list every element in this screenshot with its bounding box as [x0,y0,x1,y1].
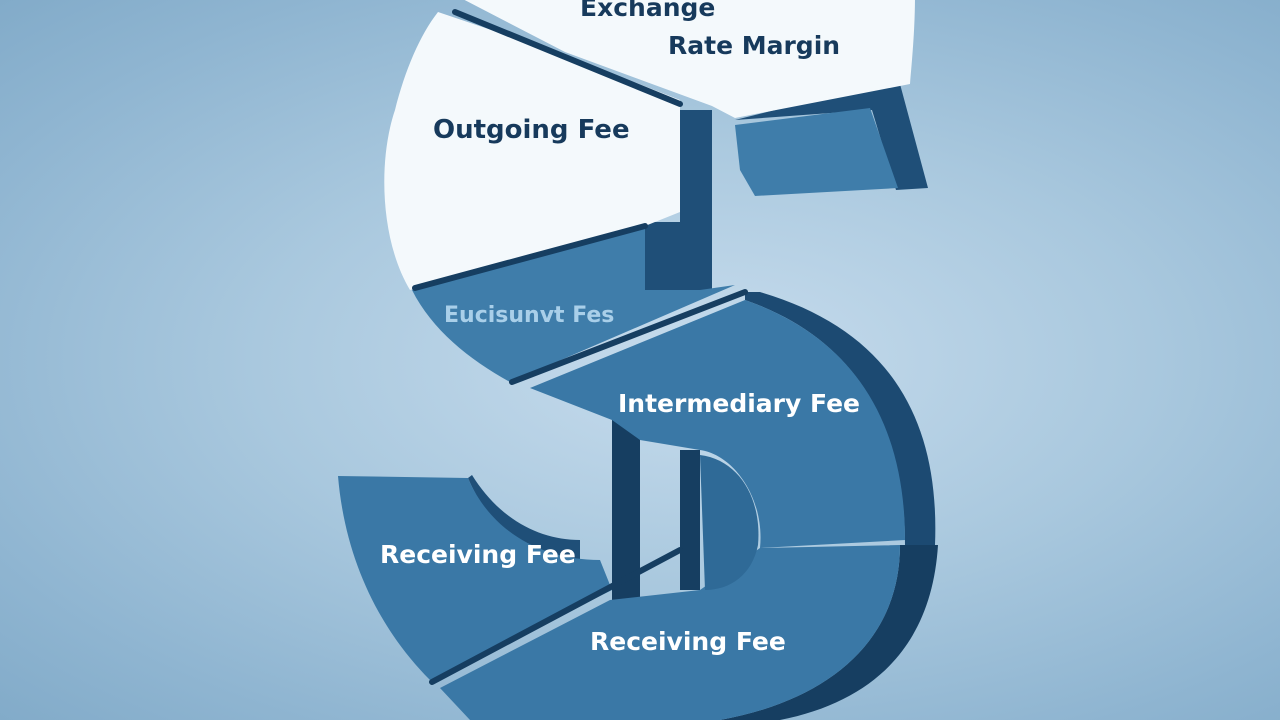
divider-outgoing [412,223,648,291]
divider-band [509,289,748,385]
segment-receiving-fee-left [338,476,612,680]
divider-left-bowl [429,547,683,685]
extrusion-mid-stem [645,222,680,290]
label-outgoing-fee: Outgoing Fee [433,115,630,145]
segment-labels: Exchange Rate Margin Outgoing Fee Eucisu… [380,0,860,656]
extrusion-right-bowl [745,292,936,545]
extrusion-left-bowl [468,475,580,560]
extrusion-bottom-right [720,545,938,720]
extrusion-top-right [735,84,928,190]
segment-exchange-rate-margin [464,0,915,118]
segment-receiving-fee-bottom [440,545,900,720]
segment-divider-lines [412,9,748,685]
label-exchange-fee-garbled: Eucisunvt Fes [444,303,614,328]
segment-outgoing-fee [384,12,680,290]
inner-bowl-cutout [700,455,759,590]
label-exchange-rate-margin-line2: Rate Margin [668,31,840,60]
extrusion-center-stem-2 [680,450,700,590]
segment-top-right-block [735,108,898,196]
label-intermediary-fee: Intermediary Fee [618,389,860,418]
extrusion-center-stem-1 [612,420,640,600]
extrusion-upper-stem [680,110,712,290]
segment-intermediary-fee [530,300,905,548]
divider-top [452,9,683,107]
label-receiving-fee-left: Receiving Fee [380,540,576,569]
segment-exchange-fee-band [412,228,735,382]
label-receiving-fee-bottom: Receiving Fee [590,627,786,656]
label-exchange-rate-margin-line1: Exchange [580,0,715,22]
